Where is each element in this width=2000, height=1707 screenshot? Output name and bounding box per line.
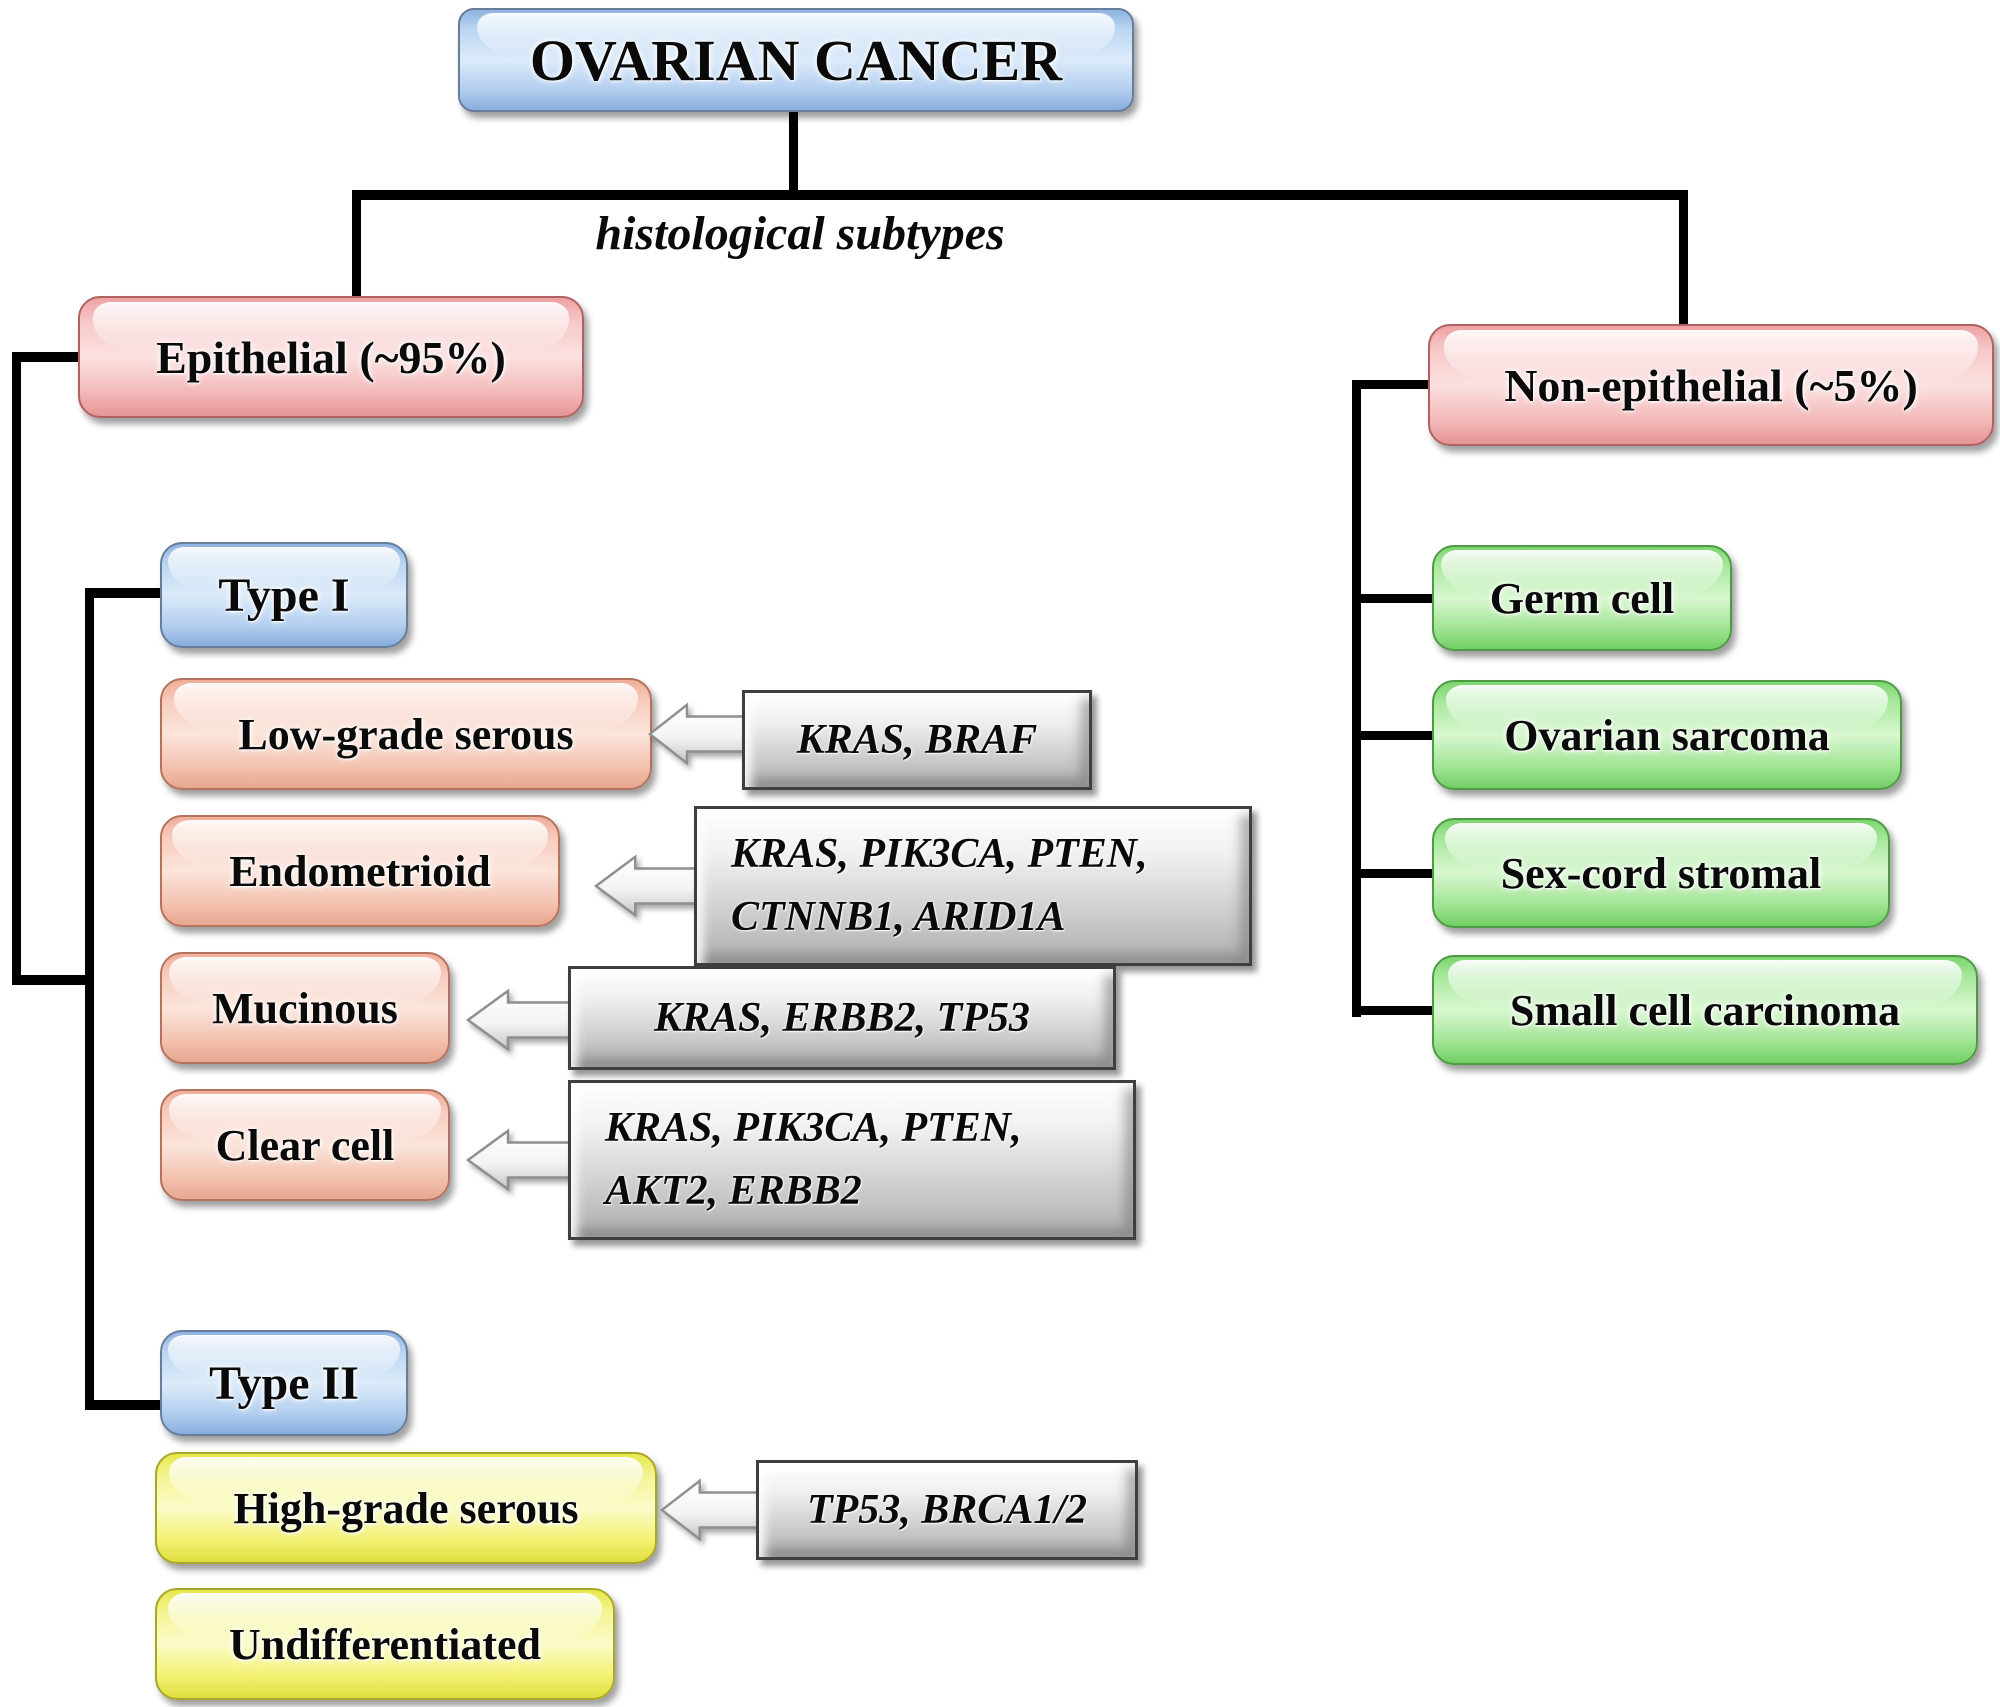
gene-text: TP53, BRCA1/2 xyxy=(806,1486,1088,1533)
connector-root-drop xyxy=(789,110,798,194)
node-germ-cell-label: Germ cell xyxy=(1489,573,1675,623)
left-arrow-icon xyxy=(593,854,704,918)
gene-text: KRAS, PIK3CA, PTEN, xyxy=(731,831,1148,877)
connector-type2-stub xyxy=(85,1400,160,1410)
node-type-ii-label: Type II xyxy=(209,1356,359,1410)
node-ovarian-sarcoma-label: Ovarian sarcoma xyxy=(1504,710,1830,760)
gene-box-mucinous: KRAS, ERBB2, TP53 xyxy=(568,966,1116,1070)
node-mucinous: Mucinous xyxy=(160,952,450,1064)
gene-text: AKT2, ERBB2 xyxy=(605,1168,862,1214)
node-epithelial: Epithelial (~95%) xyxy=(78,296,584,418)
node-sex-cord-stromal-label: Sex-cord stromal xyxy=(1500,848,1822,898)
node-low-grade-serous-label: Low-grade serous xyxy=(238,709,574,759)
connector-left-jog xyxy=(12,975,94,985)
gene-box-low-grade-serous: KRAS, BRAF xyxy=(742,690,1092,790)
connector-germcell-stub xyxy=(1352,594,1432,603)
node-mucinous-label: Mucinous xyxy=(212,983,398,1033)
connector-sarcoma-stub xyxy=(1352,731,1432,740)
connector-smallcell-stub xyxy=(1352,1006,1432,1015)
connector-type-vertical xyxy=(85,588,94,1410)
gene-text: CTNNB1, ARID1A xyxy=(731,894,1066,940)
node-small-cell-carcinoma-label: Small cell carcinoma xyxy=(1509,985,1901,1035)
gene-text: KRAS, PIK3CA, PTEN, xyxy=(605,1105,1022,1151)
connector-epithelial-left xyxy=(12,352,78,362)
node-epithelial-label: Epithelial (~95%) xyxy=(156,331,506,383)
node-undifferentiated-label: Undifferentiated xyxy=(228,1619,542,1669)
node-ovarian-cancer: OVARIAN CANCER xyxy=(458,8,1134,112)
left-arrow-icon xyxy=(659,1478,766,1542)
node-sex-cord-stromal: Sex-cord stromal xyxy=(1432,818,1890,928)
node-type-i: Type I xyxy=(160,542,408,648)
connector-left-vertical xyxy=(12,352,21,985)
connector-type1-stub xyxy=(85,588,160,598)
left-arrow-icon xyxy=(647,702,752,766)
connector-nonepithelial-stub xyxy=(1352,380,1428,389)
node-endometrioid: Endometrioid xyxy=(160,815,560,927)
node-type-ii: Type II xyxy=(160,1330,408,1436)
node-germ-cell: Germ cell xyxy=(1432,545,1732,651)
node-endometrioid-label: Endometrioid xyxy=(229,846,491,896)
connector-nonepithelial-drop xyxy=(1679,190,1688,324)
connector-right-trunk xyxy=(1352,380,1361,1017)
node-ovarian-sarcoma: Ovarian sarcoma xyxy=(1432,680,1902,790)
node-ovarian-cancer-label: OVARIAN CANCER xyxy=(529,27,1063,93)
node-clear-cell: Clear cell xyxy=(160,1089,450,1201)
node-non-epithelial: Non-epithelial (~5%) xyxy=(1428,324,1994,446)
connector-sexcord-stub xyxy=(1352,869,1432,878)
gene-box-clear-cell: KRAS, PIK3CA, PTEN, AKT2, ERBB2 xyxy=(568,1080,1136,1240)
node-clear-cell-label: Clear cell xyxy=(215,1120,395,1170)
gene-text: KRAS, ERBB2, TP53 xyxy=(654,994,1030,1041)
subtitle-histological-subtypes: histological subtypes xyxy=(595,207,1005,260)
gene-text: KRAS, BRAF xyxy=(796,716,1038,763)
connector-top-horizontal xyxy=(352,190,1688,200)
node-undifferentiated: Undifferentiated xyxy=(155,1588,615,1700)
left-arrow-icon xyxy=(465,988,578,1052)
node-type-i-label: Type I xyxy=(218,568,350,622)
node-small-cell-carcinoma: Small cell carcinoma xyxy=(1432,955,1978,1065)
connector-epithelial-drop xyxy=(352,190,361,296)
node-high-grade-serous-label: High-grade serous xyxy=(233,1483,579,1533)
gene-box-high-grade-serous: TP53, BRCA1/2 xyxy=(756,1460,1138,1560)
left-arrow-icon xyxy=(465,1128,578,1192)
node-high-grade-serous: High-grade serous xyxy=(155,1452,657,1564)
gene-box-endometrioid: KRAS, PIK3CA, PTEN, CTNNB1, ARID1A xyxy=(694,806,1252,966)
node-non-epithelial-label: Non-epithelial (~5%) xyxy=(1504,359,1918,411)
node-low-grade-serous: Low-grade serous xyxy=(160,678,652,790)
